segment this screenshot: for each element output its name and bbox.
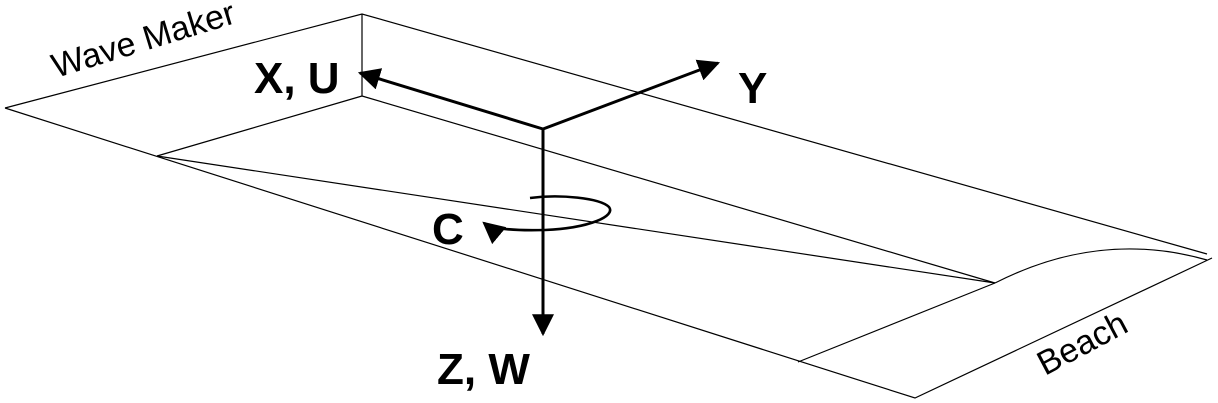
beach-toe-line <box>797 282 996 363</box>
tank-front-bottom-edge <box>156 155 996 284</box>
tank-outline <box>4 13 1213 399</box>
tank-back-bottom-edge <box>361 95 996 284</box>
y-axis-label: Y <box>738 64 767 113</box>
tank-floor-outline <box>4 107 1213 399</box>
x-axis-label: X, U <box>254 54 340 103</box>
rotation-arrow <box>482 195 612 245</box>
x-axis-arrow <box>357 68 544 131</box>
tank-back-wall-top <box>4 13 1208 255</box>
y-axis-arrow <box>542 59 721 131</box>
z-axis-label: Z, W <box>437 345 530 394</box>
beach-label: Beach <box>1031 304 1134 383</box>
rotation-label: C <box>432 205 464 254</box>
wave-maker-edge <box>156 95 363 157</box>
coordinate-axes <box>357 59 721 337</box>
beach-slope-curve <box>994 248 1208 284</box>
wave-maker-label: Wave Maker <box>47 0 239 86</box>
